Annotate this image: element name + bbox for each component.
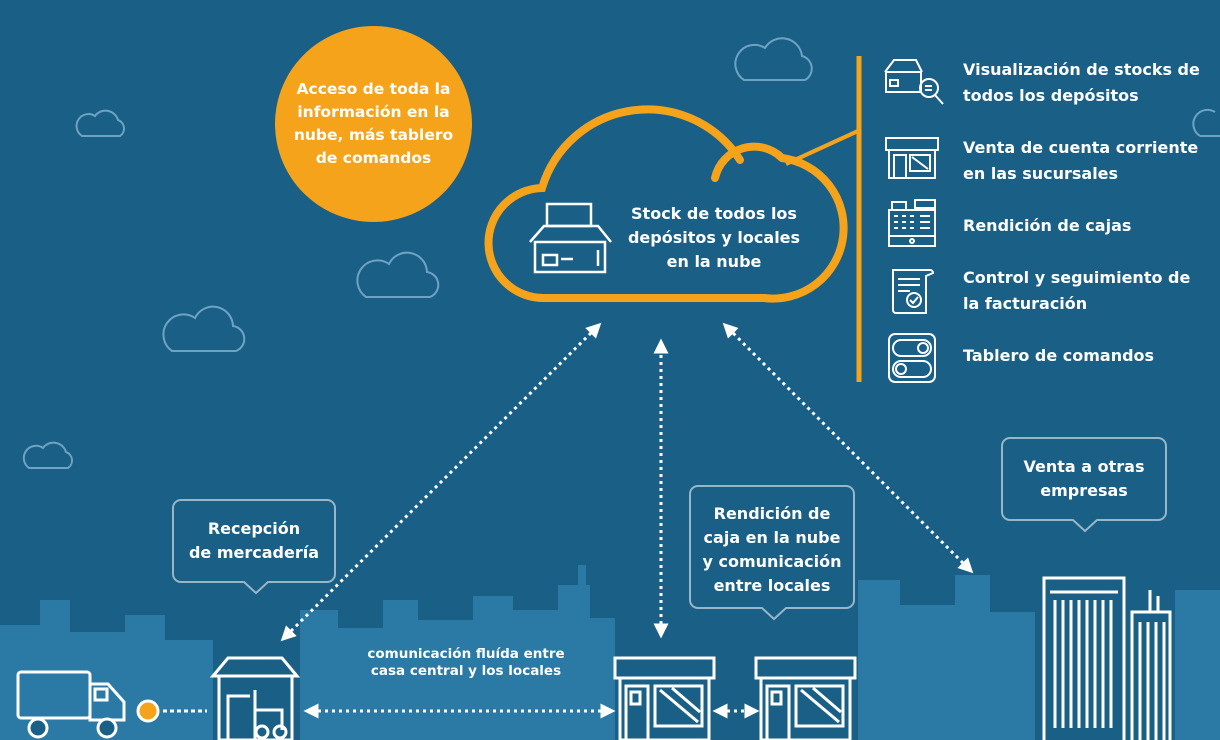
stock-box-icon [529, 202, 612, 274]
invoice-check-icon [892, 269, 935, 314]
delivery-truck-icon [16, 670, 126, 739]
arrow-building-cloud [722, 322, 974, 574]
cash-bubble-text: Rendición de caja en la nube y comunicac… [702, 504, 842, 595]
toggle-dashboard-icon [888, 333, 936, 383]
feature-item-cash-reconciliation: Rendición de cajas [963, 216, 1132, 235]
cloud-access-badge: Acceso de toda la información en la nube… [275, 26, 472, 222]
feature-item-dashboard: Tablero de comandos [963, 346, 1155, 365]
orange-node [136, 699, 160, 723]
warehouse-forklift-icon [209, 656, 301, 740]
main-cloud [484, 105, 859, 303]
decorative-clouds [22, 37, 1220, 469]
arrow-reception-cloud [280, 322, 602, 642]
reception-bubble-text: Recepción de mercadería [188, 519, 320, 562]
sales-bubble-text: Venta a otras empresas [1023, 457, 1145, 500]
flow-communication-label: comunicación fluída entre casa central y… [367, 646, 565, 679]
sales-bubble [1001, 437, 1167, 533]
storefront-icon [885, 137, 939, 179]
warehouse-search-icon [884, 59, 944, 105]
store-icon [754, 656, 857, 740]
store-icon [613, 656, 716, 740]
feature-item-stock-view: Visualización de stocks de todos los dep… [963, 60, 1200, 105]
office-building-icon [1042, 576, 1172, 740]
cloud-access-text: Acceso de toda la información en la nube… [293, 80, 454, 167]
feature-item-current-account-sales: Venta de cuenta corriente en las sucursa… [963, 138, 1199, 183]
cloud-stock-label: Stock de todos los depósitos y locales e… [627, 204, 801, 271]
connector-line [785, 129, 859, 166]
cash-register-icon [888, 199, 936, 247]
city-skyline [0, 565, 1220, 740]
feature-item-billing-control: Control y seguimiento de la facturación [963, 268, 1191, 313]
